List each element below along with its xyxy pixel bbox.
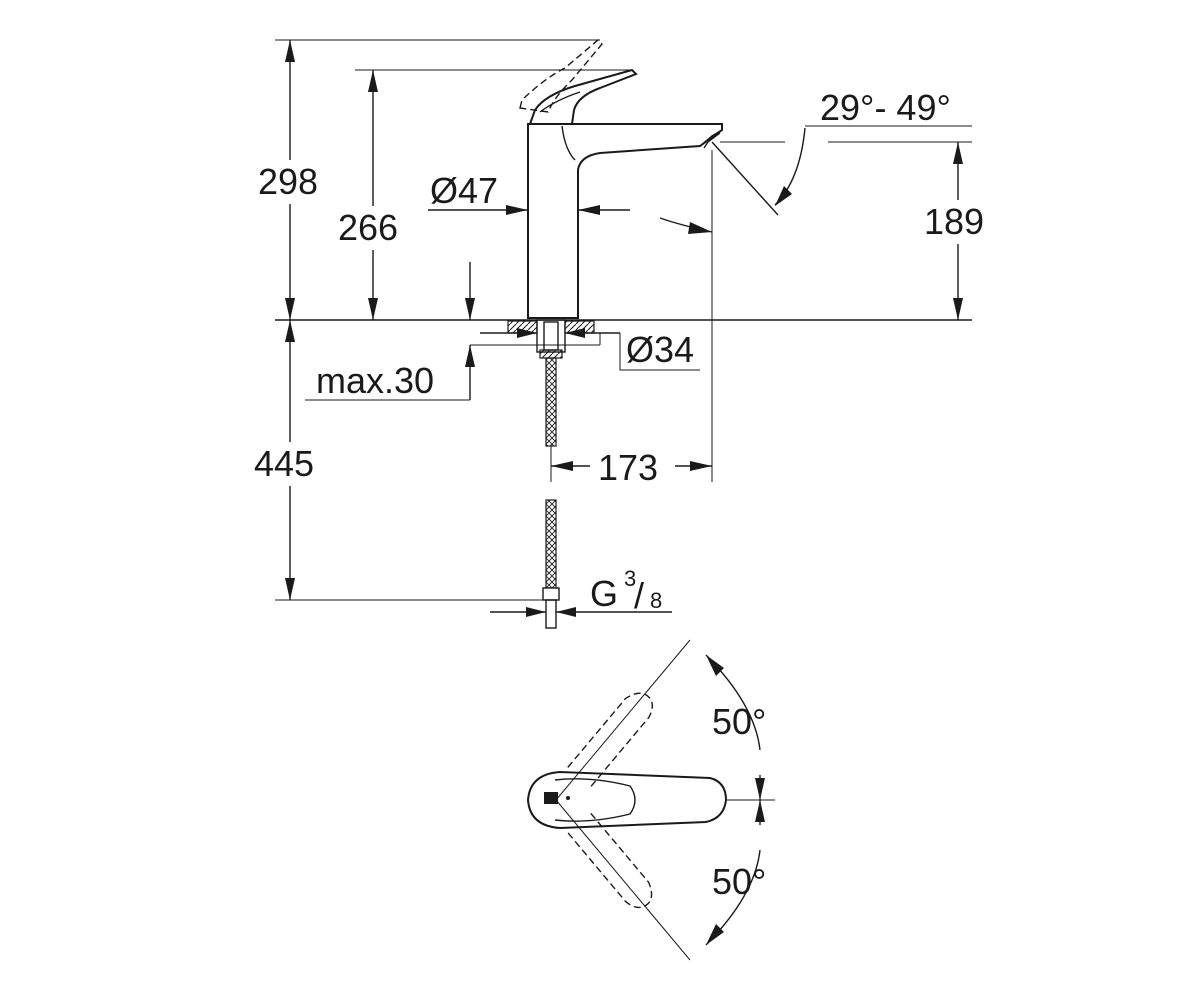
shank [536, 319, 566, 353]
dim-spout-reach-label: 173 [598, 447, 658, 488]
outlet-mark [544, 792, 558, 804]
faucet-body [527, 123, 723, 319]
dim-34-box [619, 333, 700, 371]
dim-hose-length-label: 445 [254, 443, 314, 484]
hose-connector [545, 599, 557, 629]
dim-connection-numerator: 3 [624, 566, 636, 591]
dim-spout-height-label: 266 [338, 207, 398, 248]
dim-total-height-label: 298 [258, 161, 318, 202]
dim-spout-angle-label: 29°- 49° [820, 87, 951, 128]
dim-angle-ray [711, 141, 779, 216]
dim-shank-diameter-label: Ø34 [626, 329, 694, 370]
shank-inner [543, 321, 559, 351]
side-view: 298 266 Ø47 max.30 Ø34 445 [250, 39, 998, 629]
supply-hose-upper [545, 357, 557, 447]
angle-ray-back [555, 639, 691, 801]
angle-ray-front [555, 799, 691, 961]
handle-top-inner [554, 778, 636, 822]
handle-detail [539, 91, 581, 113]
handle-rotated-back [567, 692, 654, 788]
spout-tip [699, 129, 723, 147]
aerator [703, 132, 721, 149]
top-view: 50° 50° [526, 639, 775, 961]
dim-outlet-height-label: 189 [924, 201, 984, 242]
hose-fitting [542, 587, 560, 601]
handle-raised-position [519, 39, 603, 113]
supply-hose-lower [545, 499, 557, 589]
handle [529, 68, 638, 125]
mounting-nut [539, 349, 563, 359]
dim-connection-prefix: G [590, 573, 618, 614]
handle-angle-front-label: 50° [712, 861, 766, 902]
handle-angle-back-label: 50° [712, 701, 766, 742]
fraction-slash: / [634, 575, 644, 616]
handle-top-view [526, 770, 728, 830]
handle-rotated-front [567, 812, 653, 909]
dim-body-diameter-label: Ø47 [430, 170, 498, 211]
spout-inner-curve [561, 125, 576, 161]
dim-connection-denominator: 8 [650, 588, 662, 613]
dim-max-mount-label: max.30 [316, 360, 434, 401]
